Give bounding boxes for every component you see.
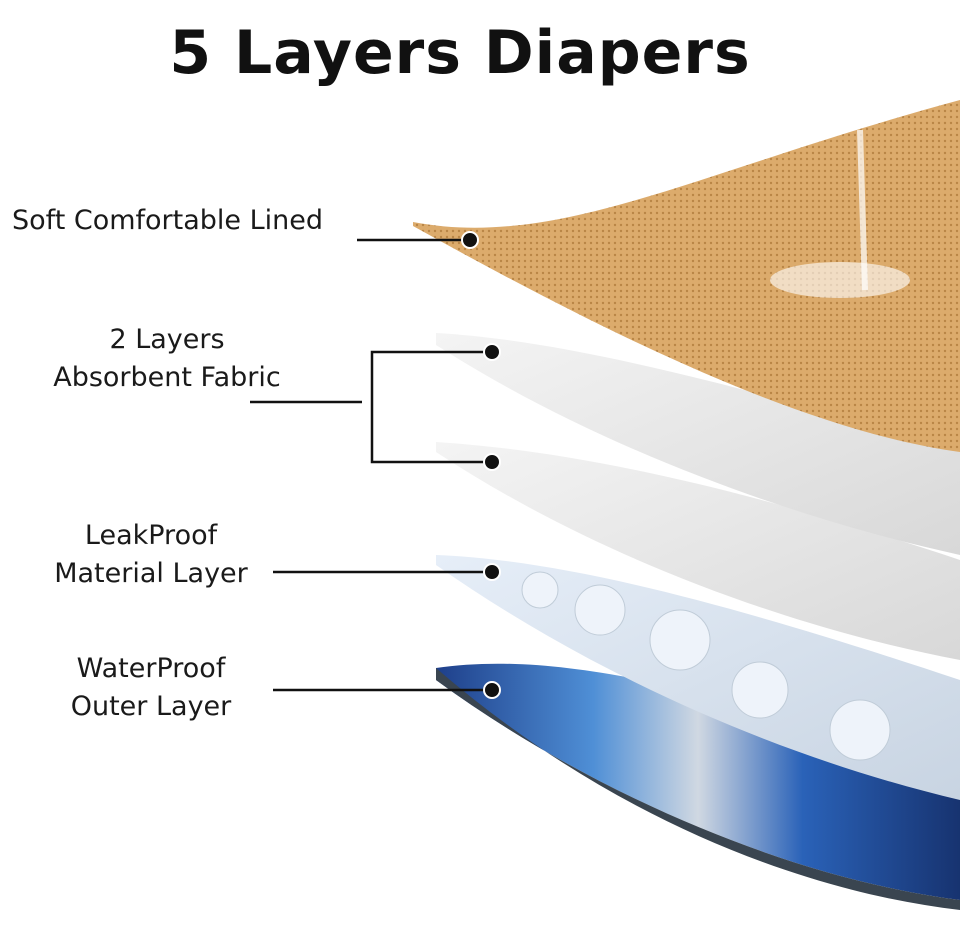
diagram-title: 5 Layers Diapers <box>169 18 751 88</box>
callout-dots <box>461 231 501 699</box>
callout-dot-icon <box>461 231 479 249</box>
callout-dot-icon <box>483 343 501 361</box>
label-waterproof: WaterProof Outer Layer <box>70 653 232 722</box>
waterproof-layer-graphic <box>436 663 960 910</box>
label-lining: Soft Comfortable Lined <box>12 205 324 236</box>
lining-layer-graphic <box>413 100 960 452</box>
absorbent-layer-1-graphic <box>436 333 960 555</box>
callout-dot-icon <box>483 453 501 471</box>
absorbent-layer-2-graphic <box>436 442 960 660</box>
callout-dot-icon <box>483 563 501 581</box>
label-absorbent: 2 Layers Absorbent Fabric <box>53 324 281 393</box>
leakproof-layer-graphic <box>436 555 960 800</box>
leader-lines <box>250 238 492 692</box>
label-leakproof: LeakProof Material Layer <box>54 520 248 589</box>
callout-dot-icon <box>483 681 501 699</box>
